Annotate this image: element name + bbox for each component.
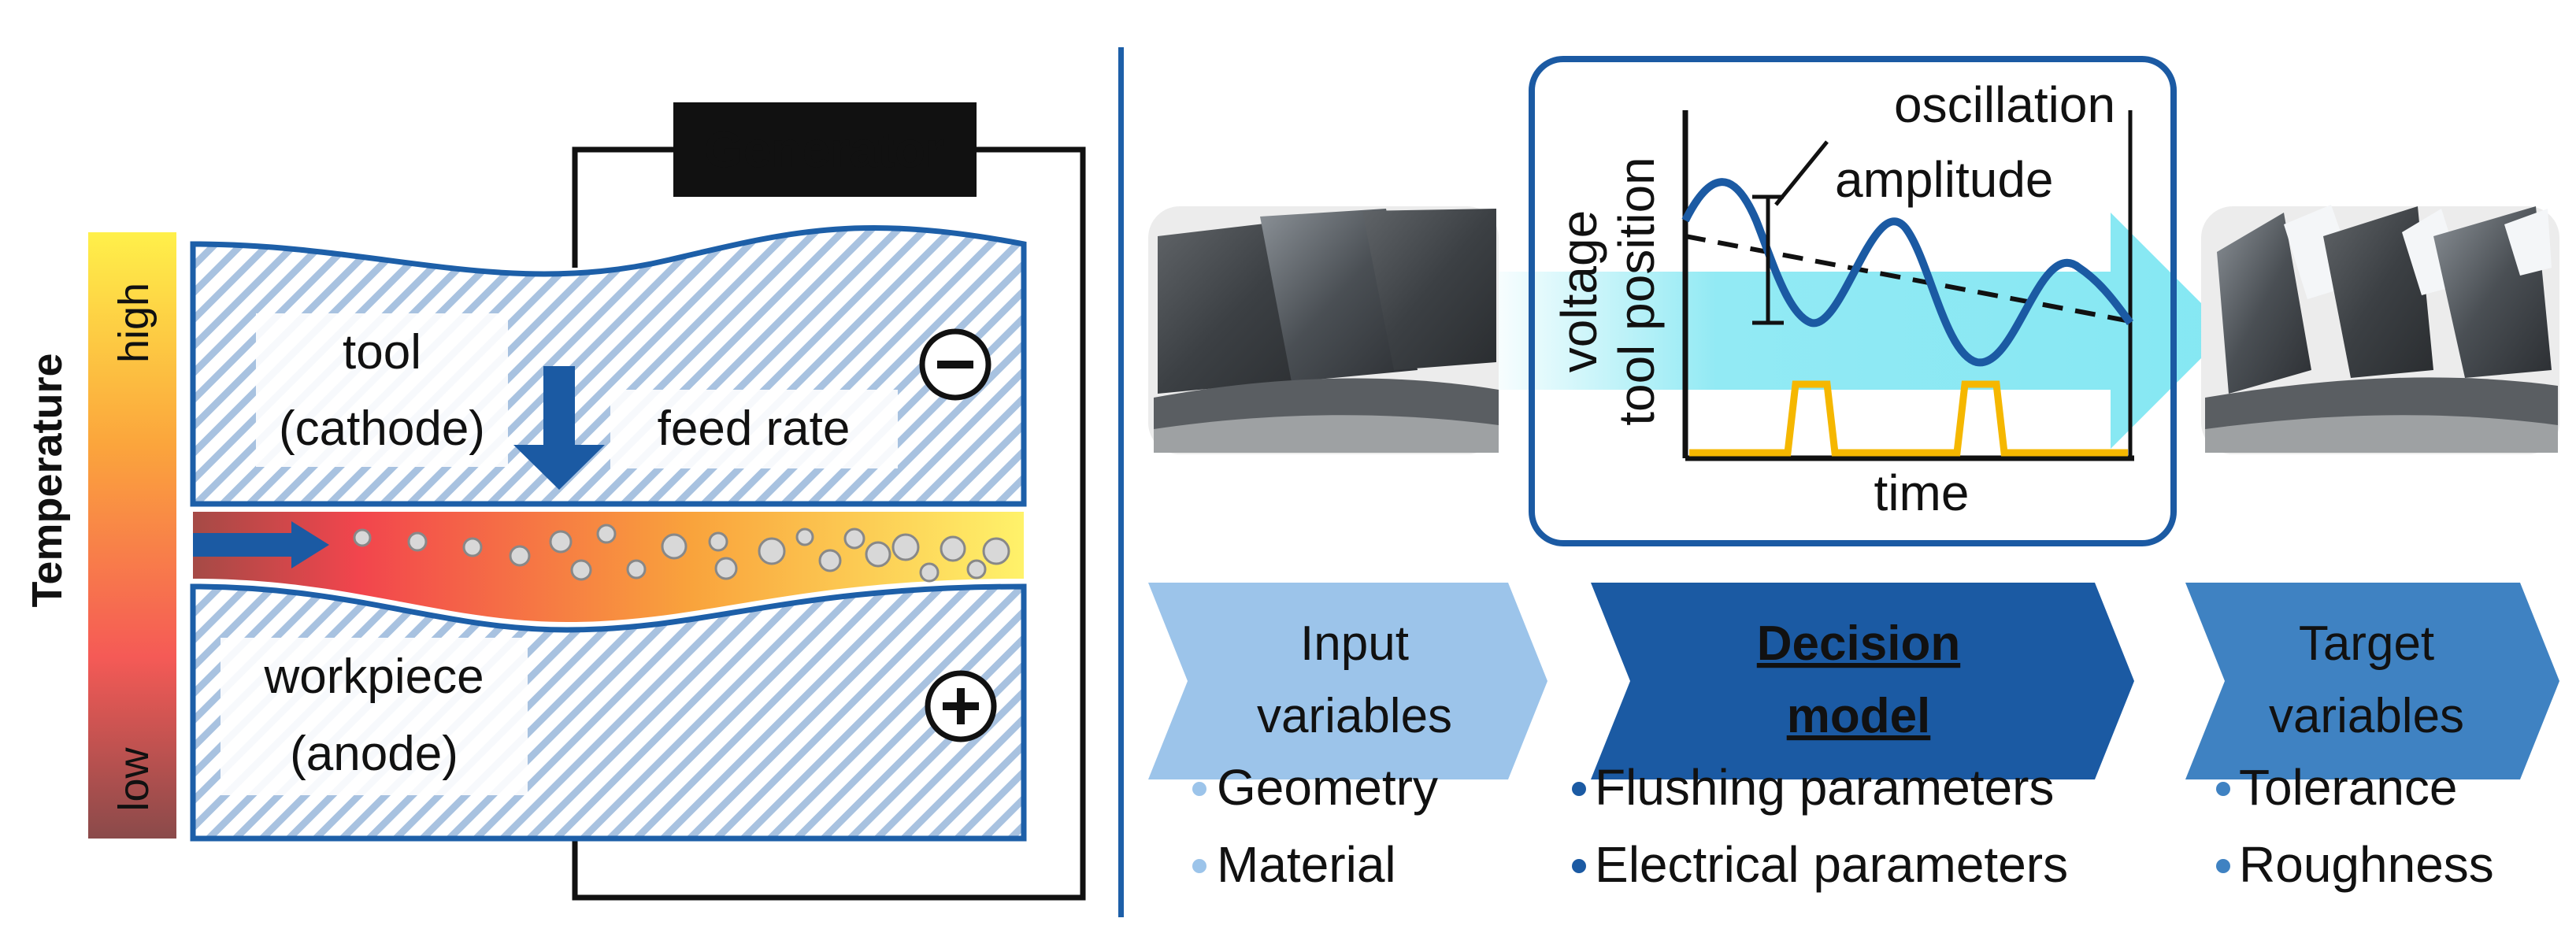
bubble [865, 541, 891, 568]
step-decision-title-line2: model [1787, 689, 1931, 743]
bullet-dot [1192, 859, 1206, 873]
bullet-dot [1572, 782, 1586, 796]
tool-label-line1: tool [343, 325, 421, 379]
temperature-high-label: high [110, 283, 158, 363]
bubble [919, 562, 940, 583]
bubble [714, 557, 738, 580]
target-blade-image [2201, 205, 2559, 454]
bubble [661, 533, 688, 560]
step-decision-title-line1: Decision [1757, 616, 1960, 671]
bullet-geometry: Geometry [1217, 759, 1438, 816]
temperature-low-label: low [110, 746, 158, 811]
left-panel: Temperature high low Generator tool (cat… [24, 102, 1086, 901]
bubble [795, 528, 814, 546]
panel-divider [1118, 47, 1124, 917]
y-label-voltage: voltage [1551, 210, 1607, 372]
temperature-gradient-bar [88, 232, 176, 839]
bubble [462, 537, 483, 557]
bubble [758, 537, 786, 565]
workpiece-label-bg [221, 638, 528, 795]
feed-rate-label: feed rate [658, 402, 851, 456]
amplitude-bracket [1752, 140, 1829, 325]
bullet-tolerance: Tolerance [2239, 759, 2458, 816]
temperature-axis: Temperature high low [24, 232, 176, 839]
tool-label-bg [256, 313, 508, 467]
step-target-chevron [2185, 583, 2559, 779]
bullet-flushing-parameters: Flushing parameters [1595, 759, 2054, 816]
bubble [818, 549, 842, 572]
flow-arrow-icon [193, 521, 329, 568]
step-input-title-line2: variables [1257, 689, 1452, 743]
right-panel: oscillation amplitude voltage tool posit… [1148, 56, 2559, 893]
bubble [353, 528, 372, 547]
bullet-roughness: Roughness [2239, 836, 2494, 893]
generator-label: Generator [704, 121, 945, 178]
bullet-electrical-parameters: Electrical parameters [1595, 836, 2068, 893]
input-blade-image [1148, 206, 1499, 454]
bubble [966, 559, 987, 579]
bubble [549, 530, 573, 554]
bubble [940, 535, 966, 562]
amplitude-label: amplitude [1835, 151, 2054, 208]
temperature-axis-title: Temperature [24, 353, 71, 607]
bubble [509, 545, 531, 567]
voltage-curve [1689, 380, 2128, 457]
bubble [982, 537, 1010, 565]
oscillation-label: oscillation [1894, 76, 2115, 133]
step-input-chevron [1148, 583, 1547, 779]
bubble [843, 528, 865, 550]
step-input-title-line1: Input [1300, 616, 1409, 671]
workpiece-label-line1: workpiece [263, 650, 484, 704]
generator-box [673, 102, 977, 197]
x-label-time: time [1874, 465, 1970, 521]
minus-symbol-icon [919, 328, 991, 401]
decision-model-plot-frame [1529, 56, 2177, 546]
step-target-title-line2: variables [2269, 689, 2464, 743]
bullet-dot [2216, 859, 2230, 873]
mean-feed-line [1685, 234, 2131, 324]
bubble [626, 559, 647, 579]
tool-position-curve [1681, 178, 2134, 367]
bullet-dot [1192, 782, 1206, 796]
feed-rate-arrow-icon [513, 366, 605, 490]
bullet-dot [2216, 782, 2230, 796]
electrolyte-gap [193, 512, 1024, 622]
y-label-tool-position: tool position [1608, 157, 1665, 426]
workpiece-label-line2: (anode) [290, 727, 458, 781]
feed-rate-label-bg [610, 390, 898, 468]
bubble [596, 524, 617, 544]
gas-bubbles [353, 524, 1010, 583]
step-decision-chevron [1591, 583, 2134, 779]
bubble [570, 559, 592, 581]
tool-label-line2: (cathode) [279, 402, 485, 456]
bullet-dot [1572, 859, 1586, 873]
step-target-title-line1: Target [2299, 616, 2434, 671]
circuit-wire [572, 146, 1086, 901]
bubble [407, 531, 428, 552]
bullet-material: Material [1217, 836, 1396, 893]
plus-symbol-icon [925, 670, 997, 742]
generator: Generator [673, 102, 977, 197]
bubble [708, 531, 728, 552]
bubble [891, 533, 920, 561]
